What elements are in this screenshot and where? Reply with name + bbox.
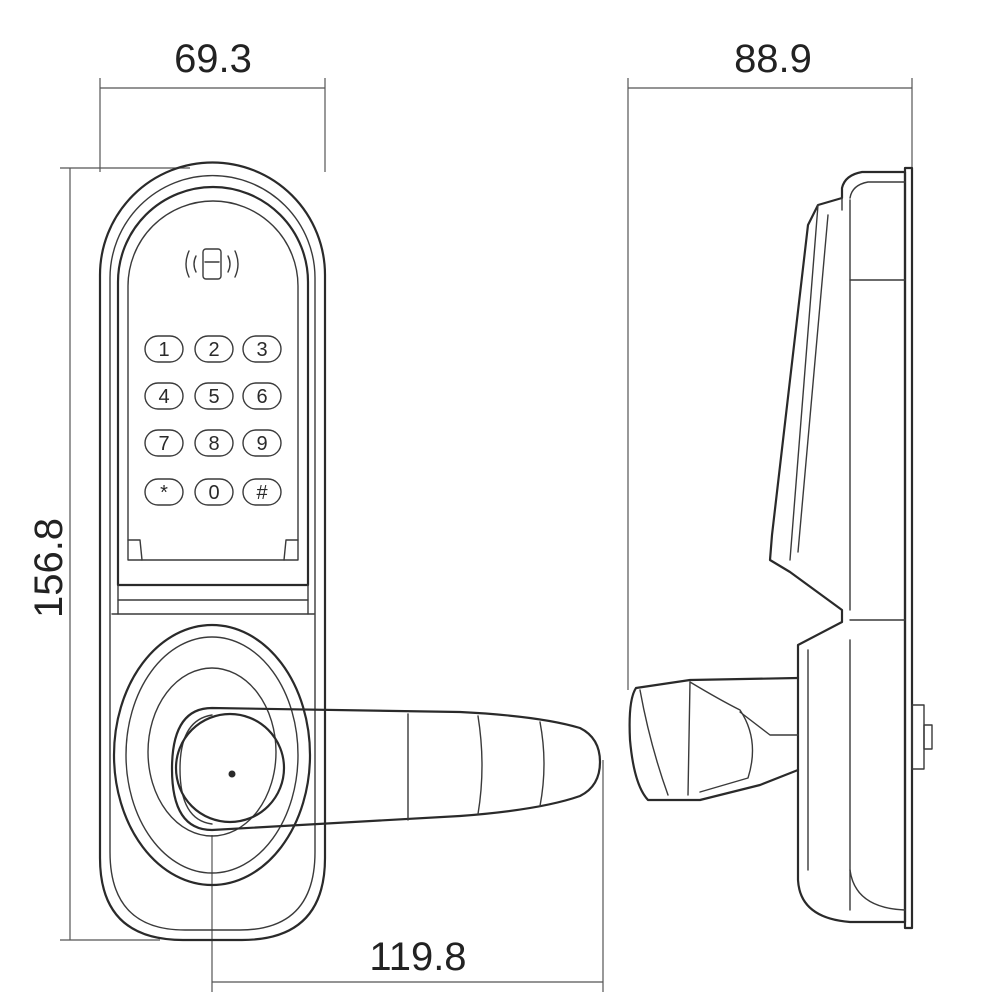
dimension-height: 156.8 bbox=[27, 167, 190, 941]
front-view: 1 2 3 4 5 6 7 8 9 * 0 # bbox=[98, 161, 602, 942]
keyhole-icon bbox=[228, 770, 236, 778]
dimension-width-front: 69.3 bbox=[99, 37, 326, 172]
svg-text:9: 9 bbox=[256, 433, 267, 455]
dimension-label-front-width: 69.3 bbox=[174, 37, 252, 81]
svg-text:5: 5 bbox=[208, 386, 219, 408]
lever-rose bbox=[112, 623, 312, 887]
key-9: 9 bbox=[242, 429, 282, 457]
svg-text:2: 2 bbox=[208, 339, 219, 361]
key-hash: # bbox=[242, 478, 282, 506]
rfid-icon bbox=[185, 248, 239, 280]
svg-text:8: 8 bbox=[208, 433, 219, 455]
svg-text:3: 3 bbox=[256, 339, 267, 361]
svg-text:#: # bbox=[256, 482, 268, 504]
dimension-lever-length: 119.8 bbox=[211, 760, 604, 992]
svg-text:*: * bbox=[160, 482, 168, 504]
key-0: 0 bbox=[194, 478, 234, 506]
side-view bbox=[628, 166, 933, 930]
keypad: 1 2 3 4 5 6 7 8 9 * 0 # bbox=[144, 335, 282, 506]
key-1: 1 bbox=[144, 335, 184, 363]
dimension-label-side-depth: 88.9 bbox=[734, 37, 812, 81]
key-6: 6 bbox=[242, 382, 282, 410]
svg-text:1: 1 bbox=[158, 339, 169, 361]
key-8: 8 bbox=[194, 429, 234, 457]
key-4: 4 bbox=[144, 382, 184, 410]
svg-text:4: 4 bbox=[158, 386, 169, 408]
svg-text:6: 6 bbox=[256, 386, 267, 408]
key-3: 3 bbox=[242, 335, 282, 363]
key-2: 2 bbox=[194, 335, 234, 363]
svg-text:7: 7 bbox=[158, 433, 169, 455]
lever-handle bbox=[170, 706, 602, 832]
key-star: * bbox=[144, 478, 184, 506]
svg-text:0: 0 bbox=[208, 482, 219, 504]
key-5: 5 bbox=[194, 382, 234, 410]
dimension-depth-side: 88.9 bbox=[627, 37, 913, 690]
dimension-label-height: 156.8 bbox=[27, 518, 71, 618]
key-7: 7 bbox=[144, 429, 184, 457]
dimension-label-lever-length: 119.8 bbox=[369, 935, 466, 979]
